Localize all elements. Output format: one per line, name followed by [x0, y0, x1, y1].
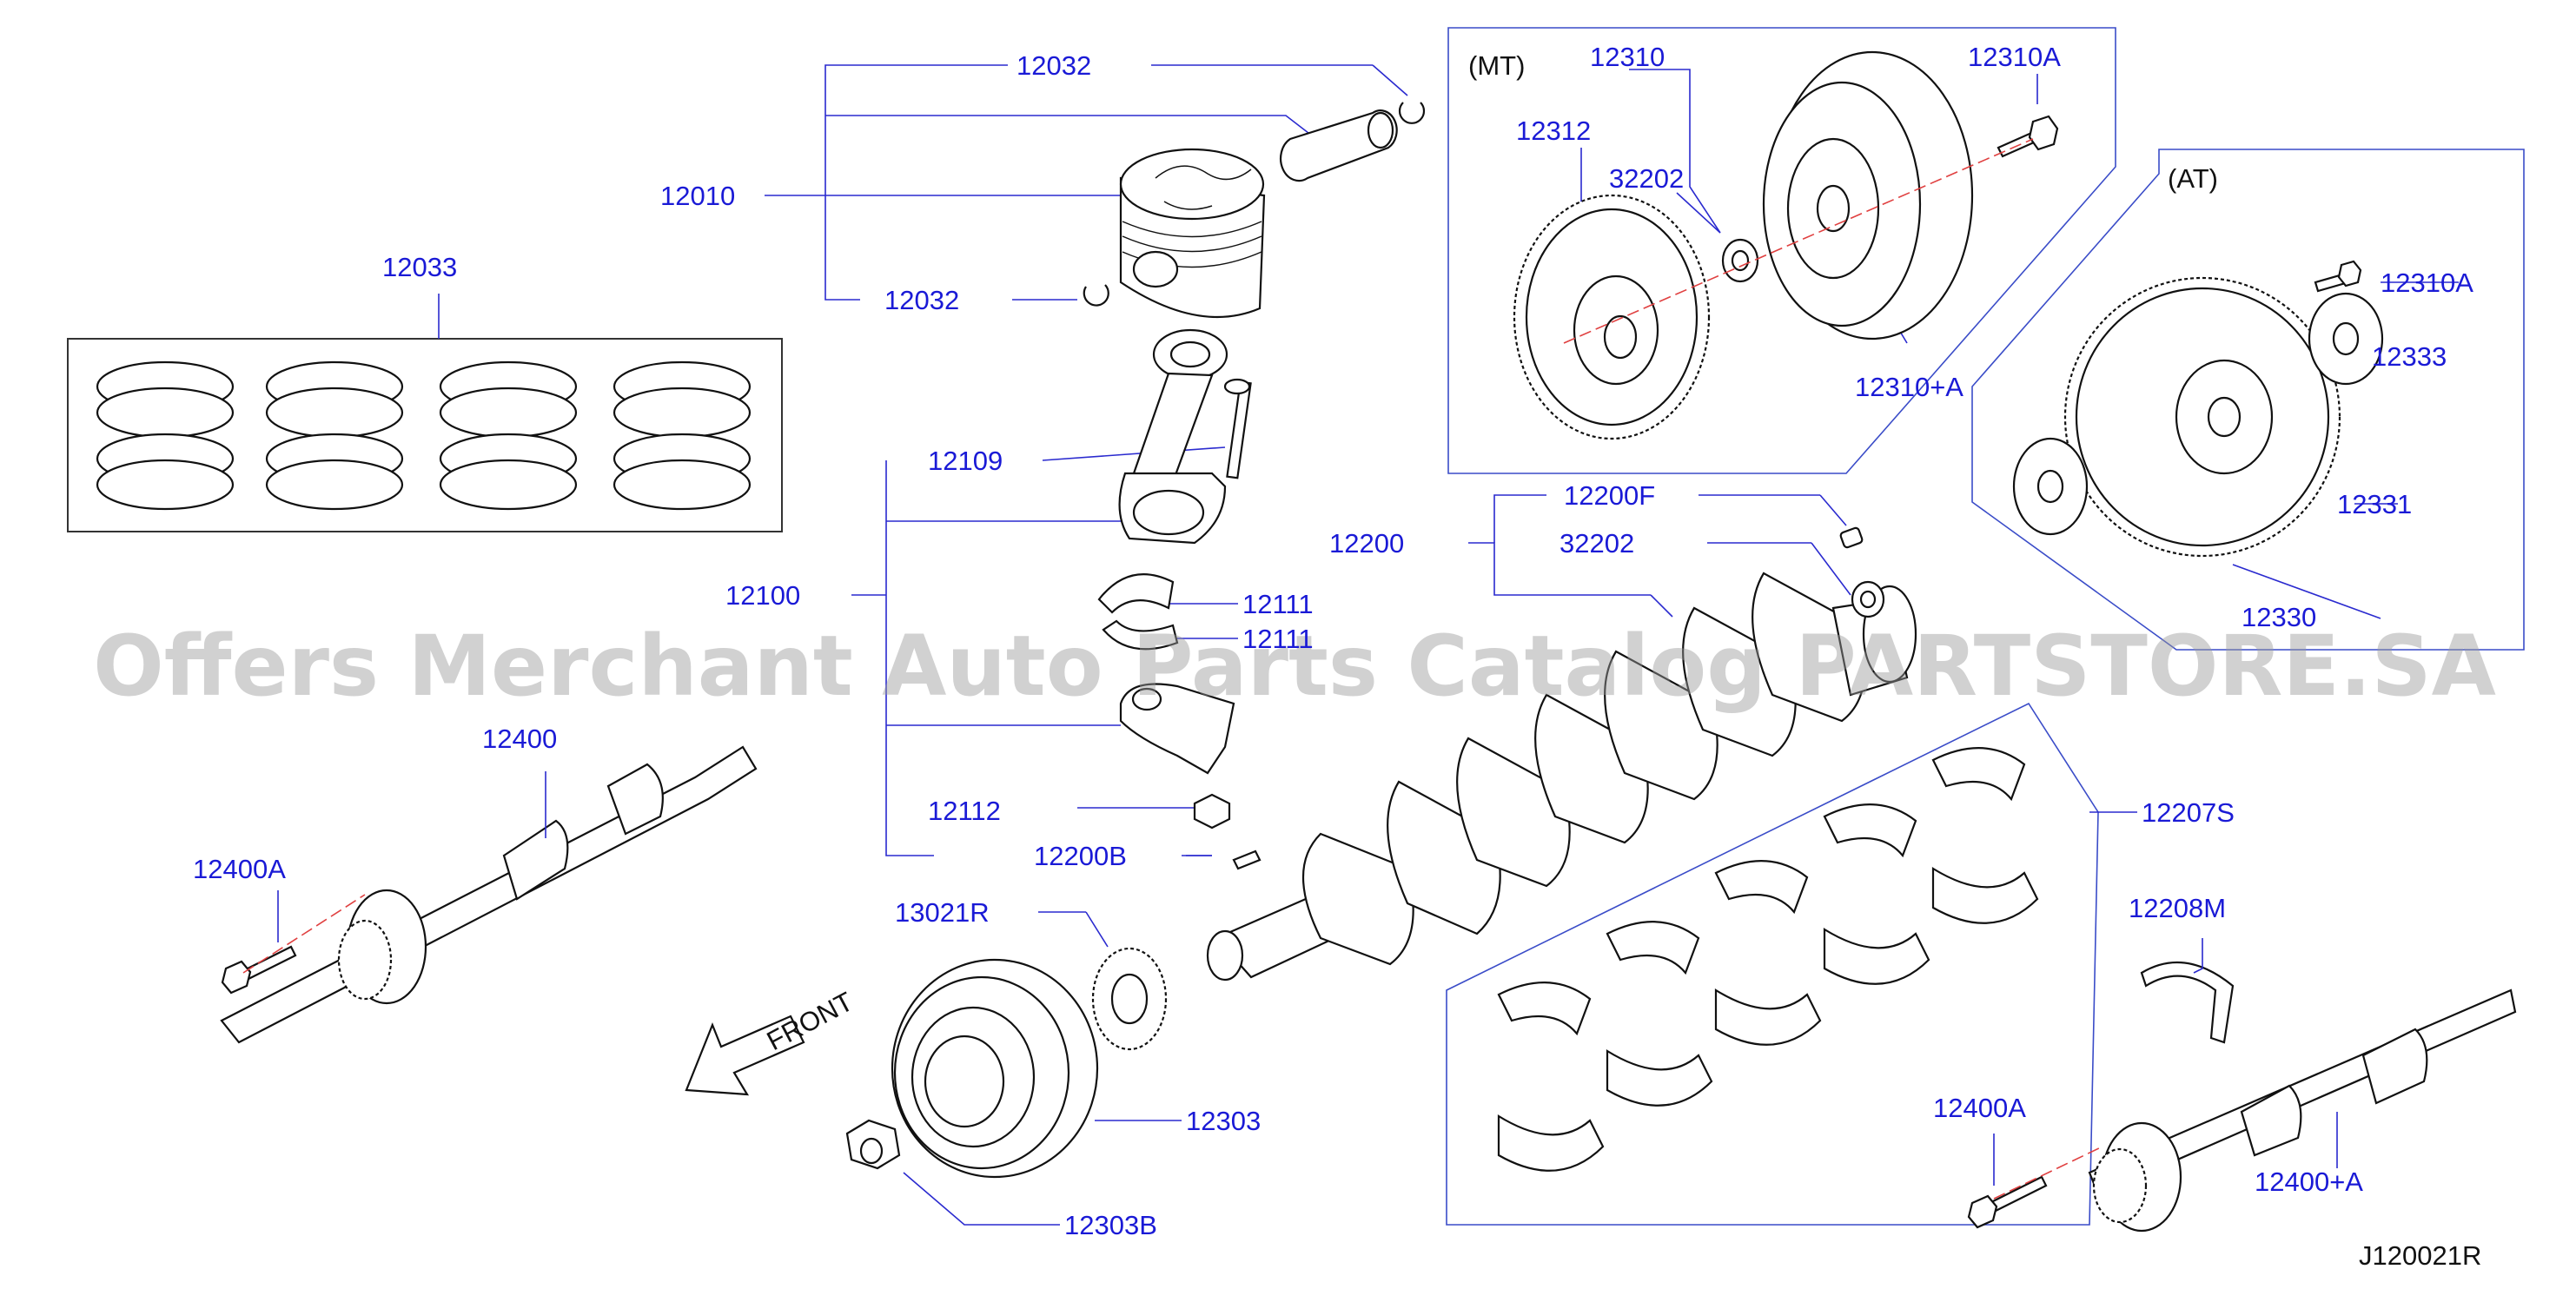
at-drive-plate	[2063, 276, 2341, 558]
balancer-shaft-right	[2088, 988, 2517, 1233]
mt-centerline	[1563, 138, 2034, 344]
rod-nut	[1193, 793, 1231, 830]
rod-cap	[1119, 683, 1235, 775]
label-12200[interactable]: 12200	[1329, 528, 1404, 559]
crankshaft	[1206, 572, 1917, 982]
piston	[1119, 148, 1266, 319]
label-13021R[interactable]: 13021R	[895, 897, 990, 928]
balancer-bolt-right	[1967, 1134, 2103, 1229]
leader-lines-crank	[1182, 494, 1851, 856]
label-12333[interactable]: 12333	[2372, 341, 2447, 372]
rod-bearing-upper	[1097, 572, 1175, 614]
front-arrow	[685, 1015, 805, 1096]
mt-dual-mass-flywheel	[1762, 50, 1974, 340]
crank-dowel-pin	[1839, 526, 1864, 549]
crank-pulley	[891, 958, 1182, 1179]
snap-ring-top	[1398, 102, 1426, 124]
label-12303[interactable]: 12303	[1186, 1106, 1261, 1136]
label-12310A-mt[interactable]: 12310A	[1968, 42, 2061, 72]
label-12200F[interactable]: 12200F	[1564, 480, 1655, 511]
at-drive-plate-frame	[1971, 149, 2525, 651]
snap-ring-bottom	[1083, 284, 1109, 307]
mt-flywheel-frame	[1447, 27, 2116, 474]
ring-set-2	[265, 360, 404, 511]
label-12312[interactable]: 12312	[1516, 116, 1591, 146]
label-12310[interactable]: 12310	[1590, 42, 1665, 72]
watermark-text: Offers Merchant Auto Parts Catalog PARTS…	[93, 618, 2496, 715]
label-12310plusA[interactable]: 12310+A	[1855, 372, 1963, 402]
label-32202-crank[interactable]: 32202	[1560, 528, 1634, 559]
label-12400plusA[interactable]: 12400+A	[2255, 1167, 2363, 1197]
crank-key	[1232, 849, 1262, 870]
label-12400[interactable]: 12400	[482, 724, 557, 754]
leader-lines-piston	[765, 64, 1408, 856]
label-front: FRONT	[762, 986, 858, 1056]
ring-set-3	[439, 360, 578, 511]
label-12207S[interactable]: 12207S	[2142, 797, 2235, 828]
crank-pulley-bolt	[845, 1119, 1060, 1226]
label-at-tag: (AT)	[2168, 163, 2218, 194]
label-12330[interactable]: 12330	[2242, 602, 2316, 632]
label-12109[interactable]: 12109	[928, 446, 1003, 476]
crank-sprocket	[1038, 911, 1168, 1051]
connecting-rod	[1118, 328, 1228, 545]
main-bearing-frame	[1446, 702, 2137, 1226]
balancer-bolt-left	[221, 890, 366, 995]
label-mt-tag: (MT)	[1468, 50, 1525, 81]
rod-bolt	[1223, 378, 1252, 479]
label-12111-upper[interactable]: 12111	[1242, 589, 1314, 619]
at-spacer-plate	[2308, 292, 2384, 386]
label-12032-top[interactable]: 12032	[1016, 50, 1091, 81]
label-12100[interactable]: 12100	[725, 580, 800, 611]
mt-ring-gear-plate	[1513, 194, 1711, 440]
mt-flywheel-bolt	[1997, 115, 2059, 158]
label-12111-lower[interactable]: 12111	[1242, 624, 1314, 654]
label-12400A-right[interactable]: 12400A	[1933, 1093, 2026, 1123]
label-12400A-left[interactable]: 12400A	[193, 854, 286, 884]
label-12032-bottom[interactable]: 12032	[884, 285, 959, 315]
ring-set-1	[96, 360, 235, 511]
label-32202-mt[interactable]: 32202	[1609, 163, 1684, 194]
ring-set-4	[613, 360, 752, 511]
label-12331[interactable]: 12331	[2337, 489, 2412, 519]
piston-ring-set-frame	[67, 294, 783, 532]
piston-ring-sets	[96, 360, 752, 511]
label-12010[interactable]: 12010	[660, 181, 735, 211]
label-12208M[interactable]: 12208M	[2129, 893, 2226, 923]
label-12303B[interactable]: 12303B	[1064, 1210, 1157, 1240]
main-bearing-shells	[1497, 747, 2039, 1172]
label-12112[interactable]: 12112	[928, 796, 1001, 826]
part-labels: 12032 12010 12032 12033 12109 12100 1211…	[193, 42, 2481, 1271]
thrust-washer	[2140, 938, 2235, 1044]
crank-pilot-bushing	[1851, 580, 1885, 618]
mt-pilot-bushing	[1721, 238, 1759, 283]
diagram-code: J120021R	[2359, 1240, 2481, 1271]
at-rear-plate	[2012, 437, 2089, 536]
balancer-shaft-left	[220, 745, 758, 1044]
label-12200B[interactable]: 12200B	[1034, 841, 1127, 871]
rod-bearing-lower	[1102, 619, 1179, 651]
label-12033[interactable]: 12033	[382, 252, 457, 282]
piston-pin	[1279, 109, 1398, 182]
label-12310A-at[interactable]: 12310A	[2381, 268, 2473, 298]
at-flywheel-bolt	[2314, 260, 2362, 293]
